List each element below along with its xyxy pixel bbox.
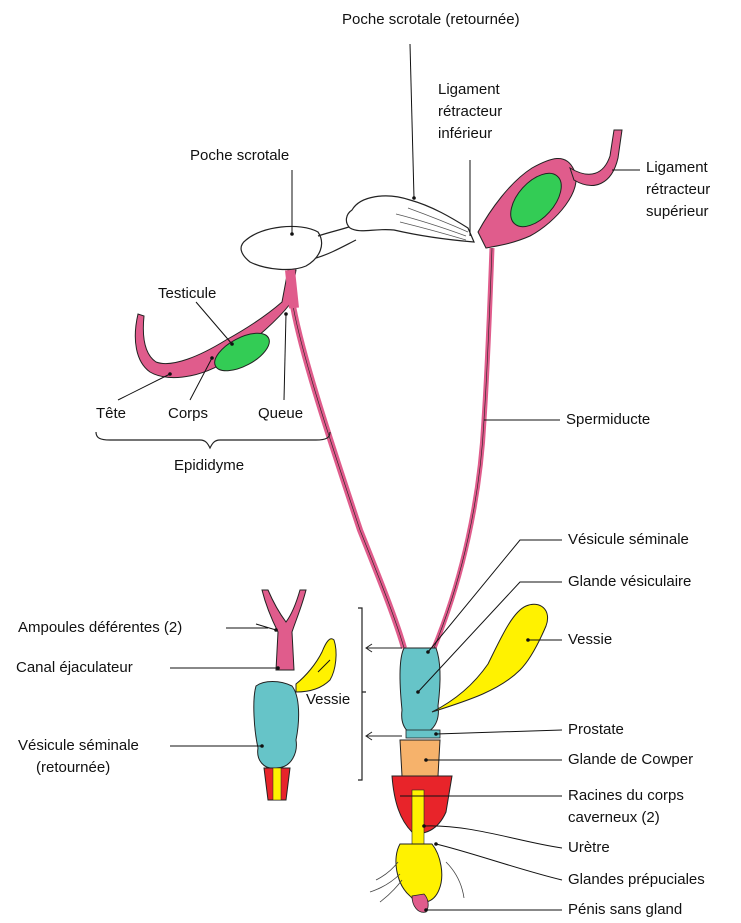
label-cowper: Glande de Cowper	[568, 750, 693, 770]
poche-scrotale-shape	[241, 226, 322, 269]
label-preputiales: Glandes prépuciales	[568, 870, 705, 890]
label-vesicule-ret-2: (retournée)	[36, 758, 110, 778]
label-spermiducte: Spermiducte	[566, 410, 650, 430]
label-vessie-small: Vessie	[306, 690, 350, 710]
label-vessie: Vessie	[568, 630, 612, 650]
label-canal: Canal éjaculateur	[16, 658, 133, 678]
leader-dots	[168, 196, 530, 912]
label-penis: Pénis sans gland	[568, 900, 682, 920]
inset-uretre	[273, 768, 281, 800]
label-ampoules: Ampoules déférentes (2)	[18, 618, 182, 638]
leader-preputiales	[436, 844, 562, 880]
spermiducte-right	[434, 248, 492, 648]
label-vesicule-ret-1: Vésicule séminale	[18, 736, 139, 756]
label-glande-vesiculaire: Glande vésiculaire	[568, 572, 691, 592]
arrow-lower	[366, 732, 402, 740]
inset-ampoules	[262, 590, 306, 670]
inset-vesicule	[254, 682, 299, 769]
leader-testicule	[196, 302, 232, 344]
queue-stalk	[290, 270, 294, 308]
label-lig-sup-1: Ligament	[646, 158, 708, 178]
leader-uretre	[424, 826, 562, 848]
label-racines-1: Racines du corps	[568, 786, 684, 806]
label-lig-sup-3: supérieur	[646, 202, 709, 222]
leader-prostate	[436, 730, 562, 734]
poche-retournee-shape	[346, 196, 474, 242]
arrow-upper	[366, 644, 402, 652]
inset-vessie	[296, 639, 336, 692]
label-lig-inf-2: rétracteur	[438, 102, 502, 122]
poche-neck	[318, 226, 352, 236]
uretre-shape	[412, 790, 424, 846]
epididyme-brace	[96, 432, 330, 448]
leader-tete	[118, 374, 170, 400]
leader-poche-retournee	[410, 44, 414, 198]
label-lig-inf-1: Ligament	[438, 80, 500, 100]
spermiducte-left	[292, 300, 404, 648]
vesicule-seminale-main	[400, 648, 440, 734]
label-lig-inf-3: inférieur	[438, 124, 492, 144]
label-epididyme: Epididyme	[174, 456, 244, 476]
leader-ampoules	[226, 624, 276, 630]
label-poche: Poche scrotale	[190, 146, 289, 166]
leader-queue	[284, 314, 286, 400]
glande-cowper-shape	[400, 740, 440, 776]
label-corps: Corps	[168, 404, 208, 424]
label-prostate: Prostate	[568, 720, 624, 740]
label-racines-2: caverneux (2)	[568, 808, 660, 828]
label-testicule: Testicule	[158, 284, 216, 304]
label-poche-retournee: Poche scrotale (retournée)	[342, 10, 520, 30]
ligament-superieur	[570, 130, 622, 185]
glandes-preputiales-shape	[396, 844, 442, 902]
inset-bracket	[358, 608, 366, 780]
label-queue: Queue	[258, 404, 303, 424]
label-lig-sup-2: rétracteur	[646, 180, 710, 200]
label-tete: Tête	[96, 404, 126, 424]
label-vesicule-seminale: Vésicule séminale	[568, 530, 689, 550]
label-uretre: Urètre	[568, 838, 610, 858]
